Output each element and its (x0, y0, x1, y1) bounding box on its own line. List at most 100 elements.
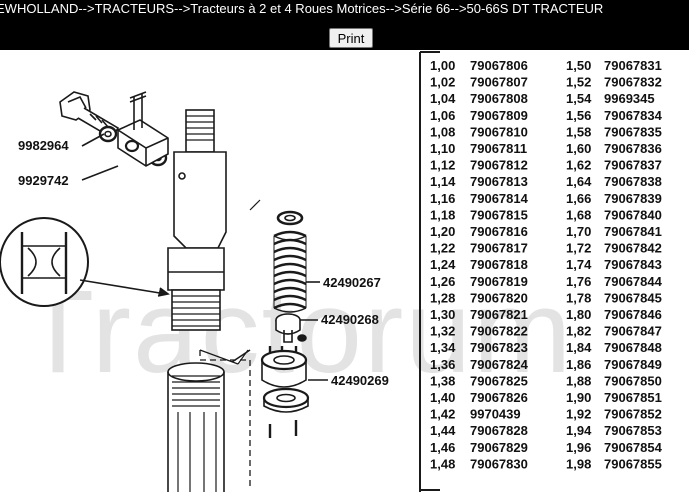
shim-part-number: 79067844 (604, 274, 663, 289)
shim-thickness: 1,14 (430, 174, 456, 189)
part-label-banjo-bolt: 9982964 (18, 138, 69, 153)
shim-part-number: 79067826 (470, 390, 528, 405)
shim-part-number: 79067848 (604, 340, 662, 355)
shim-thickness: 1,24 (430, 257, 456, 272)
shim-thickness: 1,72 (566, 241, 591, 256)
part-label-spring: 42490267 (323, 275, 381, 290)
shim-thickness: 1,80 (566, 307, 591, 322)
shim-part-number: 79067839 (604, 191, 662, 206)
shim-part-number: 79067813 (470, 174, 528, 189)
shim-thickness: 1,74 (566, 257, 592, 272)
shim-thickness: 1,40 (430, 390, 455, 405)
nozzle-nut-drawing (260, 349, 310, 413)
shim-part-number: 79067851 (604, 390, 662, 405)
shim-part-number: 79067840 (604, 207, 662, 222)
shim-part-number: 79067834 (604, 108, 663, 123)
shim-part-number: 79067818 (470, 257, 528, 272)
shim-part-number: 79067836 (604, 141, 662, 156)
shim-part-number: 79067819 (470, 274, 528, 289)
shim-part-number: 79067845 (604, 290, 662, 305)
shim-part-number: 79067806 (470, 58, 528, 73)
shim-thickness: 1,22 (430, 241, 455, 256)
shim-part-number: 79067823 (470, 340, 528, 355)
shim-thickness: 1,00 (430, 58, 455, 73)
shim-thickness: 1,36 (430, 357, 455, 372)
shim-part-number: 79067842 (604, 241, 662, 256)
shim-thickness: 1,68 (566, 207, 591, 222)
explode-guide (199, 350, 251, 490)
banjo-fitting-drawing (117, 91, 169, 167)
shim-part-number: 79067843 (604, 257, 662, 272)
shim-thickness: 1,20 (430, 224, 455, 239)
shim-thickness: 1,60 (566, 141, 591, 156)
shim-thickness: 1,58 (566, 124, 591, 139)
shim-part-number: 79067821 (470, 307, 528, 322)
shim-part-number: 79067816 (470, 224, 528, 239)
shim-thickness: 1,30 (430, 307, 455, 322)
shim-part-number: 79067850 (604, 373, 662, 388)
shim-thickness: 1,42 (430, 407, 455, 422)
shim-thickness: 1,62 (566, 158, 591, 173)
shim-thickness: 1,70 (566, 224, 591, 239)
shim-part-number: 79067822 (470, 324, 528, 339)
leader-line (81, 133, 105, 147)
shim-thickness: 1,76 (566, 274, 591, 289)
shim-thickness: 1,82 (566, 324, 591, 339)
shim-part-number: 79067817 (470, 241, 528, 256)
shim-thickness: 1,08 (430, 124, 455, 139)
print-button[interactable]: Print (329, 28, 373, 48)
shim-thickness: 1,26 (430, 274, 455, 289)
shim-part-number: 79067828 (470, 423, 528, 438)
shim-part-number: 9969345 (604, 91, 655, 106)
shim-part-number: 79067853 (604, 423, 662, 438)
top-bar: EWHOLLAND-->TRACTEURS-->Tracteurs à 2 et… (0, 0, 689, 50)
shim-thickness: 1,94 (566, 423, 592, 438)
shim-part-number: 79067837 (604, 158, 662, 173)
shim-part-number: 79067846 (604, 307, 662, 322)
shim-part-number: 79067829 (470, 440, 528, 455)
shim-thickness: 1,06 (430, 108, 455, 123)
leader-line (81, 165, 119, 181)
shim-part-number: 79067855 (604, 456, 662, 471)
shim-part-number: 79067808 (470, 91, 528, 106)
shim-part-number: 79067832 (604, 75, 662, 90)
shim-part-number: 79067854 (604, 440, 663, 455)
shim-part-number: 79067810 (470, 124, 528, 139)
shim-part-number: 79067820 (470, 290, 528, 305)
shim-thickness: 1,34 (430, 340, 456, 355)
shim-part-number: 79067847 (604, 324, 662, 339)
shim-thickness: 1,56 (566, 108, 591, 123)
shim-thickness: 1,90 (566, 390, 591, 405)
shim-part-number: 79067815 (470, 207, 528, 222)
shim-thickness: 1,48 (430, 456, 455, 471)
shim-part-number: 79067835 (604, 124, 662, 139)
parts-diagram-svg: Tractorum 1,00790678061,02790678071,0479… (0, 51, 663, 492)
leader-line (231, 349, 251, 363)
shim-thickness: 1,92 (566, 407, 591, 422)
shim-part-number: 79067831 (604, 58, 662, 73)
shim-thickness: 1,12 (430, 158, 455, 173)
shim-part-number: 9970439 (470, 407, 521, 422)
shim-part-number: 79067811 (470, 141, 527, 156)
shim-part-number: 79067830 (470, 456, 528, 471)
spring-drawing (273, 210, 307, 313)
shim-part-number: 79067849 (604, 357, 662, 372)
detail-inset-drawing (0, 217, 170, 307)
shim-thickness: 1,50 (566, 58, 591, 73)
shim-thickness: 1,64 (566, 174, 592, 189)
shim-thickness: 1,88 (566, 373, 591, 388)
shim-thickness: 1,52 (566, 75, 591, 90)
shim-thickness: 1,44 (430, 423, 456, 438)
shim-thickness: 1,66 (566, 191, 591, 206)
shim-thickness: 1,10 (430, 141, 455, 156)
shim-thickness: 1,96 (566, 440, 591, 455)
shim-thickness: 1,84 (566, 340, 592, 355)
nozzle-cap-drawing (167, 362, 225, 492)
shim-thickness: 1,02 (430, 75, 455, 90)
part-label-banjo-washer: 9929742 (18, 173, 69, 188)
shim-part-number: 79067841 (604, 224, 662, 239)
spring-seat-drawing (275, 313, 307, 343)
shim-part-number: 79067825 (470, 373, 528, 388)
shim-table-frame (419, 51, 440, 492)
shim-thickness: 1,04 (430, 91, 456, 106)
